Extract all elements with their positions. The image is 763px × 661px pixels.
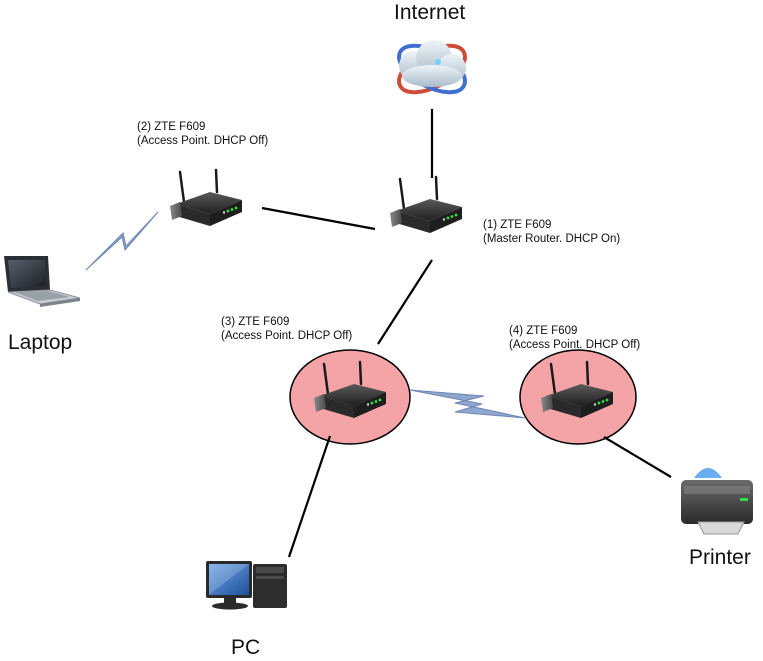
router-4-name: (4) ZTE F609 [509,325,578,337]
link-router4-printer [603,436,672,478]
router-1-role: (Master Router. DHCP On) [483,233,621,245]
pc-icon [206,561,287,610]
pc-label: PC [231,636,261,659]
router-2-name: (2) ZTE F609 [137,121,206,133]
printer-icon [681,468,753,535]
router-3-name: (3) ZTE F609 [221,316,290,328]
wireless-link-router3-router4 [409,389,526,419]
internet-cloud-icon [397,40,467,95]
router-4-label: (4) ZTE F609 (Access Point. DHCP Off) [509,324,640,352]
internet-label: Internet [394,1,466,24]
router-2-role: (Access Point. DHCP Off) [137,135,269,147]
laptop-icon [4,256,81,307]
wireless-link-laptop-router2 [85,211,159,271]
link-router3-pc [287,435,332,558]
router-1-icon [388,175,464,235]
link-router1-router3 [377,259,433,345]
router-2-icon [168,168,244,228]
router-1-name: (1) ZTE F609 [483,219,552,231]
printer-label: Printer [689,546,751,569]
router-3-label: (3) ZTE F609 (Access Point. DHCP Off) [221,315,352,343]
router-2-label: (2) ZTE F609 (Access Point. DHCP Off) [137,120,268,148]
router-1-label: (1) ZTE F609 (Master Router. DHCP On) [483,218,620,246]
laptop-label: Laptop [8,331,73,354]
router-4-role: (Access Point. DHCP Off) [509,339,641,351]
router-3-role: (Access Point. DHCP Off) [221,330,353,342]
link-router2-router1 [261,206,376,231]
